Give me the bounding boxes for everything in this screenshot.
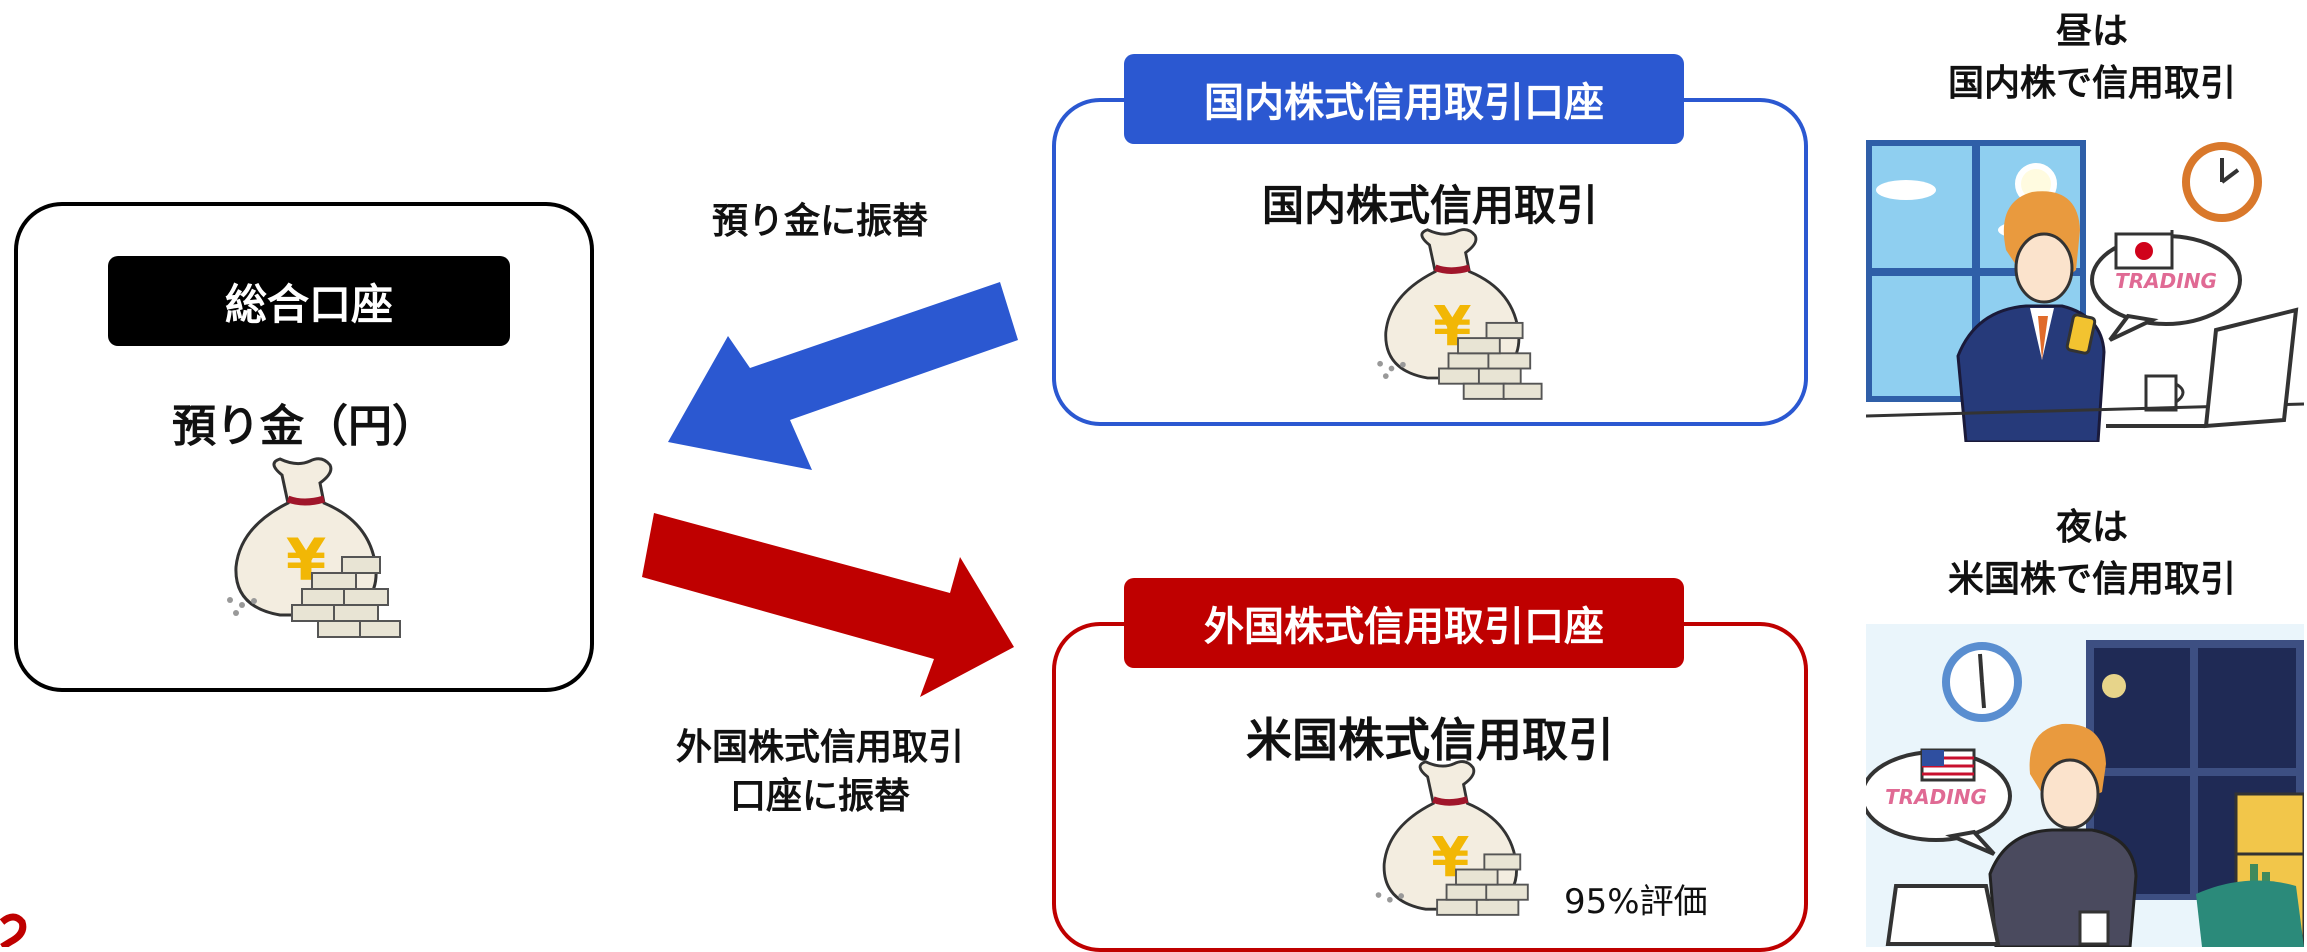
arrow-label-to-foreign: 外国株式信用取引 口座に振替 bbox=[640, 724, 1000, 821]
red-arrow-to-foreign bbox=[642, 513, 1014, 697]
day-trading-illustration: TRADING bbox=[1866, 120, 2304, 442]
day-caption-line1: 昼は bbox=[2055, 11, 2128, 52]
night-trading-illustration: TRADING bbox=[1866, 624, 2304, 947]
mug-icon bbox=[2078, 910, 2110, 946]
cash-bundle-icon bbox=[1438, 321, 1543, 400]
night-caption-line2: 米国株で信用取引 bbox=[1947, 559, 2236, 601]
domestic-account-tab: 国内株式信用取引口座 bbox=[1124, 54, 1684, 144]
wall-clock-icon bbox=[1942, 642, 2022, 722]
general-account-tab-label: 総合口座 bbox=[224, 279, 393, 329]
general-account-tab: 総合口座 bbox=[108, 256, 510, 346]
day-bubble-text: TRADING bbox=[2115, 269, 2217, 293]
arrow-label-to-general: 預り金に振替 bbox=[711, 201, 928, 242]
day-caption-line2: 国内株で信用取引 bbox=[1947, 63, 2236, 105]
general-account-content-label: 預り金（円） bbox=[172, 401, 436, 452]
arrow-label-to-foreign-line1: 外国株式信用取引 bbox=[675, 727, 964, 768]
cash-bundle-icon bbox=[1436, 853, 1529, 916]
japan-flag bbox=[2114, 230, 2174, 270]
money-bag-yen-icon: ¥ bbox=[227, 457, 401, 638]
arrow-label-to-foreign-line2: 口座に振替 bbox=[729, 775, 910, 817]
blue-arrow-to-general bbox=[668, 282, 1018, 470]
foreign-account-tab: 外国株式信用取引口座 bbox=[1124, 578, 1684, 668]
day-caption: 昼は 国内株で信用取引 bbox=[1880, 6, 2304, 110]
smartphone-icon bbox=[2065, 313, 2097, 355]
money-bag-yen-icon: ¥ bbox=[1375, 760, 1529, 916]
domestic-account-content-label: 国内株式信用取引 bbox=[1261, 181, 1598, 230]
night-caption: 夜は 米国株で信用取引 bbox=[1880, 502, 2304, 606]
night-caption-line1: 夜は bbox=[2055, 507, 2128, 548]
money-bag-yen-icon: ¥ bbox=[1377, 228, 1543, 400]
mug-icon bbox=[2144, 374, 2185, 412]
wall-clock-icon bbox=[2182, 142, 2262, 222]
us-flag bbox=[1920, 748, 1976, 782]
night-bubble-text: TRADING bbox=[1885, 785, 1987, 809]
domestic-account-tab-label: 国内株式信用取引口座 bbox=[1204, 80, 1604, 126]
laptop-icon bbox=[2106, 307, 2299, 429]
foreign-account-tab-label: 外国株式信用取引口座 bbox=[1204, 604, 1604, 650]
cash-bundle-icon bbox=[291, 556, 401, 638]
laptop-icon bbox=[1885, 884, 2001, 946]
foreign-account-content-label: 米国株式信用取引 bbox=[1246, 713, 1614, 767]
logo-mark-partial bbox=[0, 913, 27, 947]
valuation-note: 95%評価 bbox=[1564, 882, 1708, 922]
